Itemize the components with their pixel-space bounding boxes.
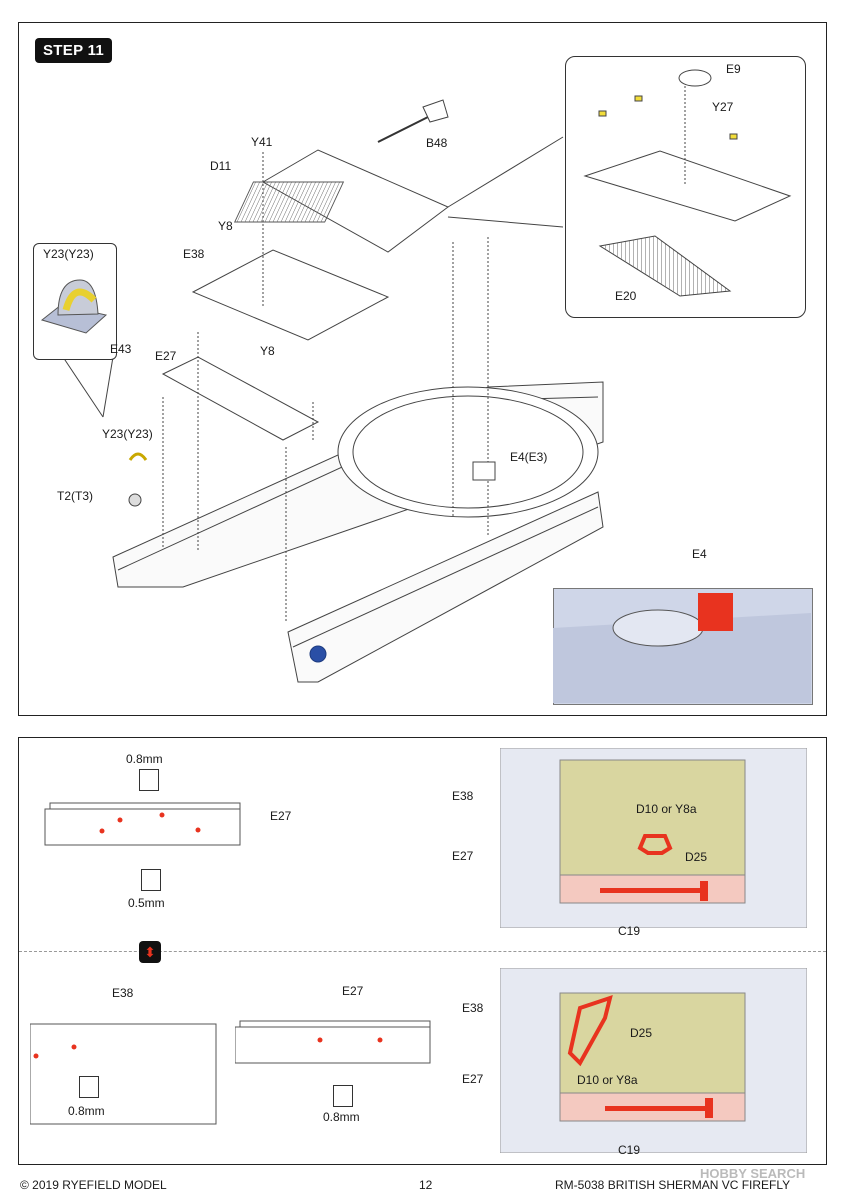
label-c19-top: C19 — [618, 924, 641, 938]
footer-product: RM-5038 BRITISH SHERMAN VC FIREFLY — [555, 1178, 791, 1192]
label-e27-drill: E27 — [270, 809, 292, 823]
label-d25-top: D25 — [685, 850, 708, 864]
label-t2: T2(T3) — [57, 489, 93, 503]
footer-page-number: 12 — [419, 1178, 433, 1192]
label-e27-bottom: E27 — [462, 1072, 484, 1086]
label-e38: E38 — [183, 247, 205, 261]
drill-size-right: 0.8mm — [323, 1110, 360, 1124]
label-c19-bottom: C19 — [618, 1143, 641, 1157]
drill-icon — [333, 1085, 353, 1107]
label-b48: B48 — [426, 136, 448, 150]
label-e9: E9 — [726, 62, 741, 76]
hull-right-side — [287, 491, 604, 683]
label-e20: E20 — [615, 289, 637, 303]
footer-watermark: HOBBY SEARCH — [700, 1166, 806, 1181]
hull-exploded-drawing — [62, 99, 604, 683]
label-e38-bottom: E38 — [462, 1001, 484, 1015]
section-divider — [19, 951, 826, 952]
label-e38-drill: E38 — [112, 986, 134, 1000]
label-y27: Y27 — [712, 100, 734, 114]
label-e27: E27 — [155, 349, 177, 363]
inset-e4-drawing — [553, 593, 811, 703]
label-e38-top: E38 — [452, 789, 474, 803]
label-d10-top: D10 or Y8a — [636, 802, 697, 816]
drill-size-bottom: 0.5mm — [128, 896, 165, 910]
assembled-view-bottom — [500, 968, 807, 1153]
footer-copyright: © 2019 RYEFIELD MODEL — [20, 1178, 167, 1192]
turret-ring — [337, 386, 599, 518]
drill-size-top: 0.8mm — [126, 752, 163, 766]
label-d10-bottom: D10 or Y8a — [577, 1073, 638, 1087]
inset-e9-e20-drawing — [583, 69, 792, 297]
label-y23-lower: Y23(Y23) — [102, 427, 153, 441]
y23-detail-drawing — [40, 279, 108, 334]
label-y8-top: Y8 — [218, 219, 233, 233]
swap-icon: ⬍ — [139, 941, 161, 963]
label-e4: E4 — [692, 547, 707, 561]
drill-icon — [79, 1076, 99, 1098]
label-d25-bottom: D25 — [630, 1026, 653, 1040]
label-y23-box: Y23(Y23) — [43, 247, 94, 261]
e27-drill-drawing — [44, 802, 241, 846]
step-badge: STEP 11 — [35, 38, 113, 63]
plate-e38 — [191, 249, 390, 341]
assembled-view-top — [500, 748, 807, 928]
label-y41: Y41 — [251, 135, 273, 149]
label-y8-mid: Y8 — [260, 344, 275, 358]
drill-icon — [139, 769, 159, 791]
drill-size-left: 0.8mm — [68, 1104, 105, 1118]
e38-drill-drawing — [30, 1023, 217, 1125]
label-d11: D11 — [210, 159, 232, 173]
label-e27-top: E27 — [452, 849, 474, 863]
plate-e27 — [161, 356, 320, 441]
drill-icon — [141, 869, 161, 891]
label-e43: E43 — [110, 342, 132, 356]
label-e4e3: E4(E3) — [510, 450, 548, 464]
label-e27-drill-b: E27 — [342, 984, 364, 998]
e27-drill-drawing-b — [235, 1020, 431, 1064]
